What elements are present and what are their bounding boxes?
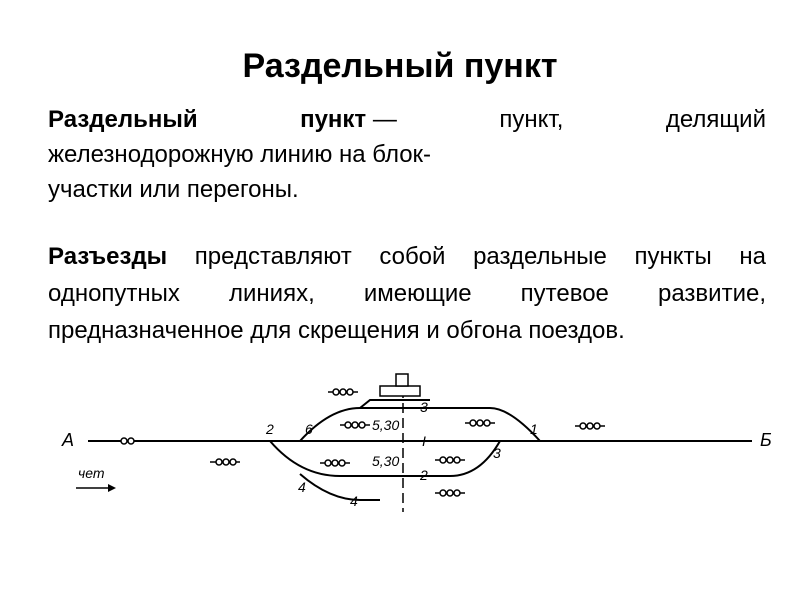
- definition-paragraph: Раздельный пункт — пункт, делящий железн…: [48, 102, 766, 207]
- signal-ref-label-2: 5,30: [372, 453, 399, 469]
- signal-icon: [320, 459, 350, 467]
- signal-ref-label-1: 5,30: [372, 417, 399, 433]
- signal-icon: [435, 456, 465, 464]
- direction-arrowhead: [108, 484, 116, 492]
- track-4-line: [299, 473, 380, 501]
- signal-icon: [117, 437, 137, 445]
- switch-label-1: 1: [530, 421, 538, 437]
- track-label-2: 2: [419, 467, 428, 483]
- signal-icon: [210, 458, 240, 466]
- track-2-line: [269, 440, 501, 477]
- definition-line-1: Раздельный пункт — пункт, делящий: [48, 102, 766, 137]
- track-label-1: I: [422, 433, 426, 449]
- switch-label-4: 4: [298, 479, 306, 495]
- definition-line-2: железнодорожную линию на блок-: [48, 141, 432, 168]
- signal-icon: [328, 388, 358, 396]
- switch-label-3: 3: [493, 445, 501, 461]
- station-siding-line: [359, 399, 430, 409]
- switch-label-6: 6: [305, 421, 313, 437]
- definition-word-2: делящий: [665, 106, 766, 133]
- sidings-text: представляют собой раздельные пункты на …: [48, 243, 766, 344]
- definition-word-1: пункт,: [499, 106, 564, 133]
- label-b: Б: [760, 430, 772, 450]
- definition-line-3: участки или перегоны.: [48, 176, 299, 203]
- track-label-3: 3: [420, 399, 428, 415]
- label-a: А: [61, 430, 74, 450]
- sidings-term: Разъезды: [48, 243, 168, 270]
- direction-label: чет: [78, 465, 105, 481]
- definition-dash: —: [372, 106, 397, 133]
- signal-icon: [340, 421, 370, 429]
- definition-term-2: пункт: [300, 106, 367, 133]
- signal-icon: [575, 422, 605, 430]
- signal-icon: [465, 419, 495, 427]
- signal-icon: [435, 489, 465, 497]
- sidings-paragraph: Разъезды представляют собой раздельные п…: [48, 238, 766, 349]
- slide-title: Раздельный пункт: [242, 47, 558, 85]
- track-label-4: 4: [350, 493, 358, 509]
- definition-term: Раздельный: [48, 106, 198, 133]
- signal-icons: [117, 388, 605, 497]
- switch-label-2: 2: [265, 421, 274, 437]
- station-building-icon: [379, 373, 421, 397]
- definition-term-2-group: пункт —: [300, 102, 397, 137]
